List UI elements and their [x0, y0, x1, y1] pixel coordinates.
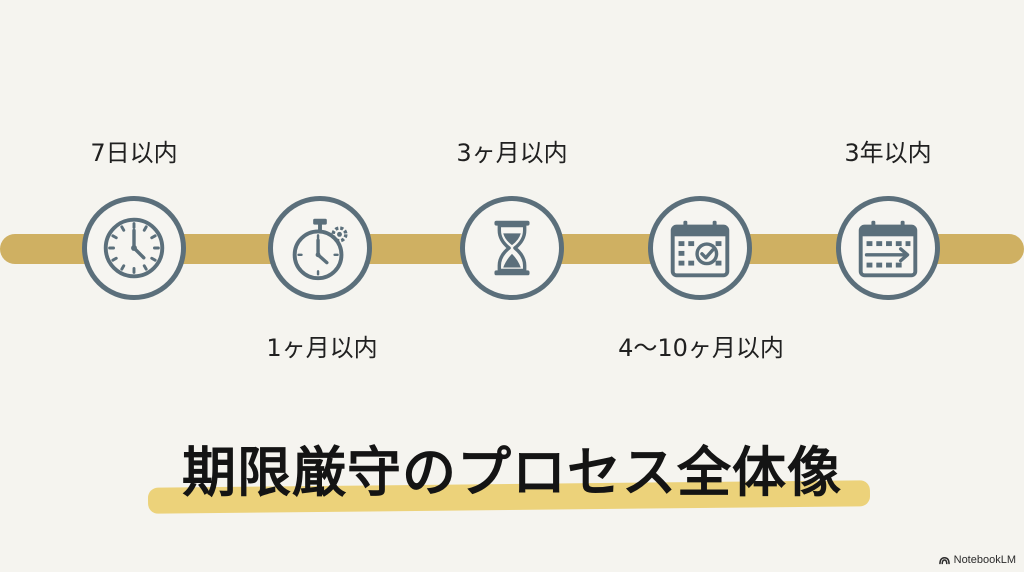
page-title: 期限厳守のプロセス全体像 [182, 441, 842, 504]
milestone-3-label: 3ヶ月以内 [456, 139, 568, 167]
milestone-1-circle [82, 196, 186, 300]
milestone-1-label: 7日以内 [90, 139, 178, 167]
brand-watermark: NotebookLM [938, 554, 1016, 566]
calendar-arrow-icon [858, 220, 918, 278]
hourglass-icon [494, 220, 530, 276]
milestone-3-circle [460, 196, 564, 300]
milestone-4-circle [648, 196, 752, 300]
calendar-check-icon [670, 220, 730, 278]
milestone-2-label: 1ヶ月以内 [266, 334, 378, 362]
milestone-4-label: 4〜10ヶ月以内 [618, 334, 784, 362]
stopwatch-gear-icon [292, 218, 348, 281]
brand-label: NotebookLM [953, 554, 1016, 566]
notebooklm-logo-icon [938, 556, 950, 564]
milestone-2-circle [268, 196, 372, 300]
milestone-5-label: 3年以内 [844, 139, 932, 167]
milestone-5-circle [836, 196, 940, 300]
clock-icon [103, 217, 165, 279]
